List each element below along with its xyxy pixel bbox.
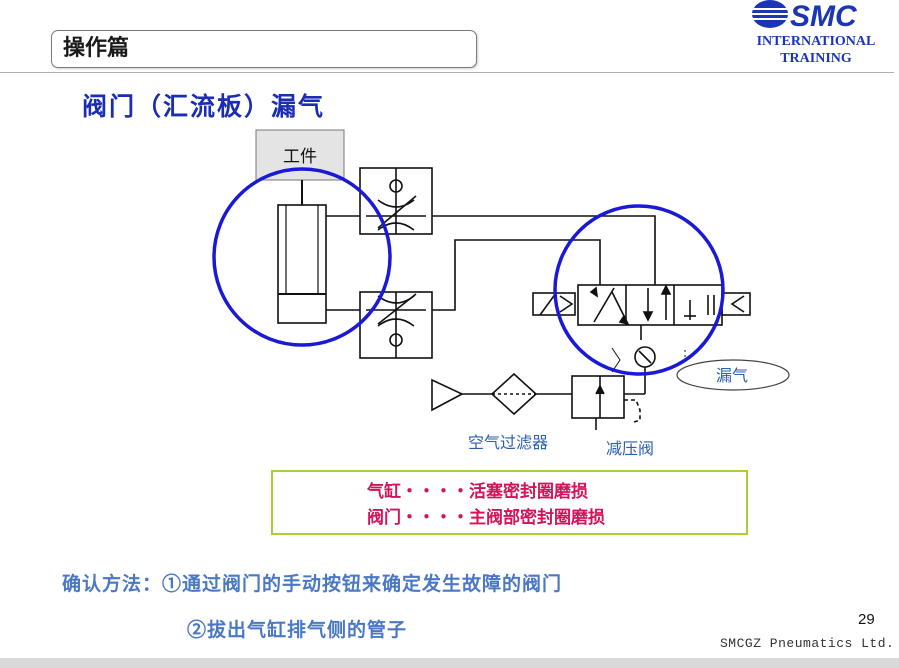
pressure-regulator — [571, 375, 625, 419]
globe-icon — [752, 0, 788, 28]
leak-label-ellipse — [676, 359, 790, 391]
leak-label: 漏气 — [716, 366, 748, 385]
cause-valve: 阀门・・・・主阀部密封圈磨损 — [367, 508, 605, 528]
logo-text: SMC — [790, 0, 858, 30]
logo-subtitle: INTERNATIONAL TRAINING — [748, 33, 884, 67]
valve-block — [577, 284, 723, 326]
page-title: 阀门（汇流板）漏气 — [82, 92, 326, 121]
cylinder-body — [277, 204, 327, 324]
page-number: 29 — [858, 611, 875, 628]
cause-box: 气缸・・・・活塞密封圈磨损 阀门・・・・主阀部密封圈磨损 — [271, 470, 748, 535]
footer-company: SMCGZ Pneumatics Ltd. — [720, 636, 895, 651]
footer-bar — [0, 658, 899, 668]
cause-cylinder: 气缸・・・・活塞密封圈磨损 — [367, 482, 588, 502]
section-title: 操作篇 — [63, 35, 130, 61]
confirm-method-line-2: ②拔出气缸排气侧的管子 — [187, 619, 408, 641]
cylinder-highlight-circle — [212, 167, 392, 347]
header-divider — [0, 72, 894, 73]
valve-highlight-circle — [553, 204, 725, 376]
confirm-method-line-1: 确认方法：①通过阀门的手动按钮来确定发生故障的阀门 — [62, 573, 563, 595]
workpiece-label: 工件 — [283, 147, 317, 167]
air-filter-icon — [490, 372, 538, 416]
filter-label: 空气过滤器 — [468, 433, 548, 452]
logo-line-1: INTERNATIONAL — [756, 34, 876, 49]
smc-logo: SMC — [752, 0, 858, 30]
regulator-label: 减压阀 — [606, 439, 654, 458]
section-header-box — [51, 30, 477, 68]
logo-line-2: TRAINING — [780, 51, 852, 66]
valve-right-operator — [721, 292, 751, 316]
air-source-icon — [431, 378, 464, 412]
